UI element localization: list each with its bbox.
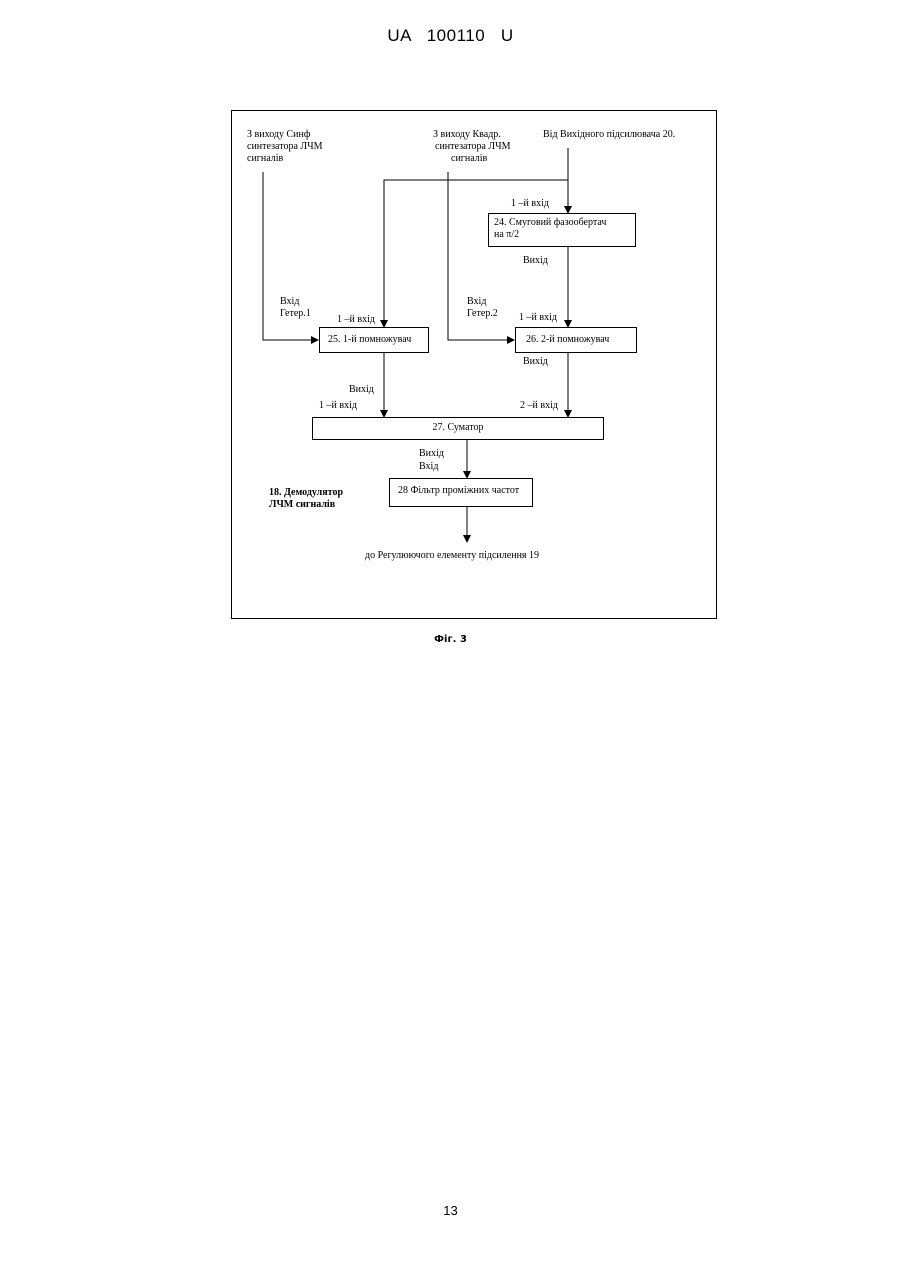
adder-block: 27. Суматор <box>312 417 604 440</box>
multiplier-1-output-label: Вихід <box>349 384 374 396</box>
adder-output-label: Вихід <box>419 448 444 460</box>
adder-input-2-label: 2 –й вхід <box>520 400 558 412</box>
destination-label: до Регулюючого елементу підсилення 19 <box>365 550 539 562</box>
phase-shifter-output-label: Вихід <box>523 255 548 267</box>
phase-shifter-input-label: 1 –й вхід <box>511 198 549 210</box>
heterodyne-1-label: Вхід Гетер.1 <box>280 296 311 320</box>
adder-input-1-label: 1 –й вхід <box>319 400 357 412</box>
figure-caption: Фіг. 3 <box>0 634 901 645</box>
demodulator-label: 18. Демодулятор ЛЧМ сигналів <box>269 487 343 511</box>
heterodyne-2-label: Вхід Гетер.2 <box>467 296 498 320</box>
multiplier-2-input-label: 1 –й вхід <box>519 312 557 324</box>
input-sin-synth-label: З виходу Синф синтезатора ЛЧМ сигналів <box>247 129 323 165</box>
filter-block: 28 Фільтр проміжних частот <box>389 478 533 507</box>
multiplier-2-block: 26. 2-й помножувач <box>515 327 637 353</box>
multiplier-2-output-label: Вихід <box>523 356 548 368</box>
page-number: 13 <box>0 1203 901 1218</box>
multiplier-1-input-label: 1 –й вхід <box>337 314 375 326</box>
phase-shifter-block: 24. Смуговий фазообертач на π/2 <box>488 213 636 247</box>
input-from-amplifier-label: Від Вихідного підсилювача 20. <box>543 129 675 141</box>
input-quad-synth-label: З виходу Квадр. синтезатора ЛЧМ сигналів <box>433 129 511 165</box>
filter-input-label: Вхід <box>419 461 438 473</box>
multiplier-1-block: 25. 1-й помножувач <box>319 327 429 353</box>
